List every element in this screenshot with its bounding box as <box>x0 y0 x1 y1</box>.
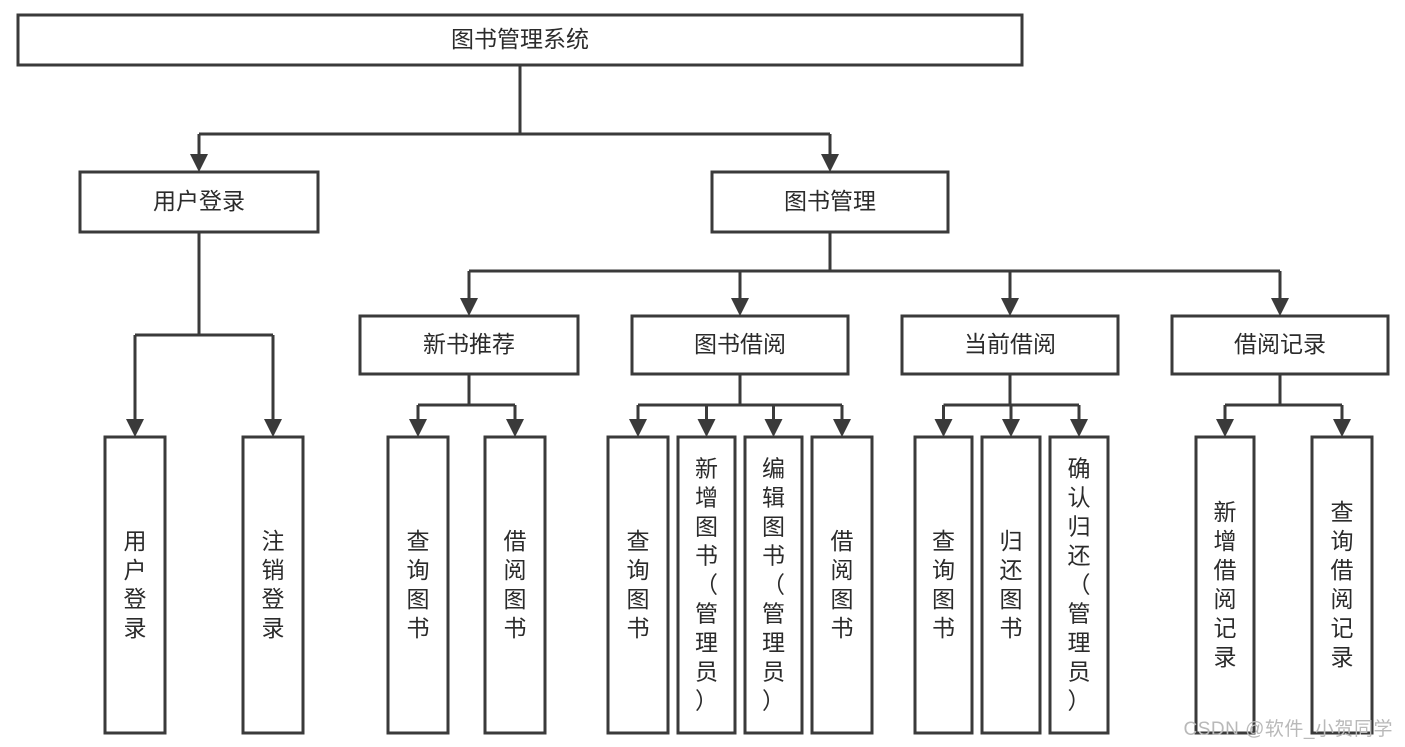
arrow-head-icon <box>629 419 647 437</box>
node-leaf-8[interactable]: 查询图书 <box>913 435 974 735</box>
node-label: 图书管理系统 <box>451 26 589 52</box>
arrow-head-icon <box>190 154 208 172</box>
node-leaf-5[interactable]: 新增图书（管理员） <box>676 435 737 735</box>
node-label: 编辑图书（管理员） <box>762 456 785 714</box>
node-leaf-4[interactable]: 查询图书 <box>606 435 670 735</box>
arrow-head-icon <box>731 298 749 316</box>
node-label: 借阅记录 <box>1234 331 1326 357</box>
node-leaf-6[interactable]: 编辑图书（管理员） <box>743 435 804 735</box>
arrow-head-icon <box>264 419 282 437</box>
arrow-head-icon <box>1271 298 1289 316</box>
arrow-head-icon <box>1333 419 1351 437</box>
node-boxes: 图书管理系统用户登录图书管理新书推荐图书借阅当前借阅借阅记录用户登录注销登录查询… <box>16 13 1390 735</box>
node-leaf-11[interactable]: 新增借阅记录 <box>1194 435 1256 735</box>
node-label: 新书推荐 <box>423 331 515 357</box>
node-label: 查询借阅记录 <box>1331 499 1354 670</box>
node-label: 借阅图书 <box>504 528 527 641</box>
node-level2-1[interactable]: 图书借阅 <box>630 314 850 376</box>
node-leaf-0[interactable]: 用户登录 <box>103 435 167 735</box>
node-label: 查询图书 <box>932 528 955 641</box>
node-root[interactable]: 图书管理系统 <box>16 13 1024 67</box>
node-leaf-12[interactable]: 查询借阅记录 <box>1310 435 1374 735</box>
node-label: 查询图书 <box>407 528 430 641</box>
node-level1-0[interactable]: 用户登录 <box>78 170 320 234</box>
node-level2-2[interactable]: 当前借阅 <box>900 314 1120 376</box>
node-label: 图书借阅 <box>694 331 786 357</box>
arrow-head-icon <box>1216 419 1234 437</box>
connector-lines <box>126 65 1351 437</box>
arrow-head-icon <box>764 419 783 437</box>
node-label: 归还图书 <box>1000 528 1023 641</box>
node-label: 新增图书（管理员） <box>695 456 718 714</box>
arrow-head-icon <box>1001 298 1019 316</box>
node-level2-3[interactable]: 借阅记录 <box>1170 314 1390 376</box>
arrow-head-icon <box>409 419 427 437</box>
arrow-head-icon <box>934 419 953 437</box>
arrow-head-icon <box>126 419 144 437</box>
node-label: 当前借阅 <box>964 331 1056 357</box>
csdn-watermark: CSDN @软件_小贺同学 <box>1183 719 1393 740</box>
node-label: 注销登录 <box>262 528 285 641</box>
node-label: 借阅图书 <box>831 528 854 641</box>
arrow-head-icon <box>833 419 851 437</box>
node-level2-0[interactable]: 新书推荐 <box>358 314 580 376</box>
node-leaf-10[interactable]: 确认归还（管理员） <box>1048 435 1110 735</box>
arrow-head-icon <box>821 154 839 172</box>
node-label: 用户登录 <box>124 528 147 641</box>
node-label: 查询图书 <box>627 528 650 641</box>
node-label: 用户登录 <box>153 188 245 214</box>
node-label: 图书管理 <box>784 188 876 214</box>
node-leaf-7[interactable]: 借阅图书 <box>810 435 874 735</box>
node-leaf-1[interactable]: 注销登录 <box>241 435 305 735</box>
node-label: 新增借阅记录 <box>1214 499 1237 670</box>
node-leaf-9[interactable]: 归还图书 <box>980 435 1042 735</box>
node-leaf-2[interactable]: 查询图书 <box>386 435 450 735</box>
arrow-head-icon <box>1070 419 1088 437</box>
node-level1-1[interactable]: 图书管理 <box>710 170 950 234</box>
arrow-head-icon <box>460 298 478 316</box>
arrow-head-icon <box>506 419 524 437</box>
node-leaf-3[interactable]: 借阅图书 <box>483 435 547 735</box>
arrow-head-icon <box>1002 419 1020 437</box>
arrow-head-icon <box>697 419 716 437</box>
node-label: 确认归还（管理员） <box>1068 456 1091 714</box>
